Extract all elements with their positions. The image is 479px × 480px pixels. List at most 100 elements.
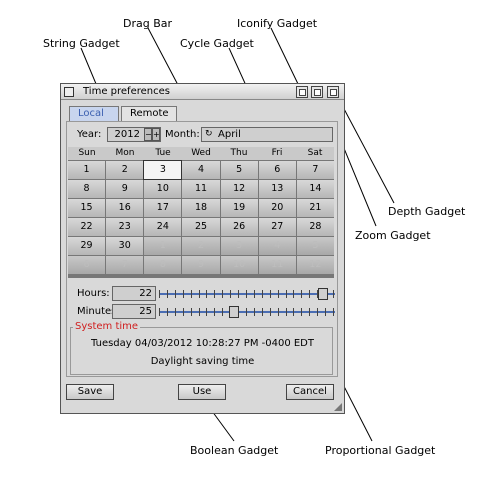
slider-tick [183, 308, 184, 316]
iconify-icon[interactable] [296, 86, 308, 98]
hours-field[interactable]: 22 [112, 286, 156, 301]
slider-tick [230, 290, 231, 298]
slider-tick [175, 308, 176, 316]
calendar-day[interactable]: 18 [182, 199, 220, 217]
label-drag-bar: Drag Bar [123, 17, 173, 30]
slider-tick [222, 290, 223, 298]
minutes-field[interactable]: 25 [112, 304, 156, 319]
calendar-day[interactable]: 4 [182, 161, 220, 179]
weekday-header: Fri [271, 148, 283, 158]
calendar-day[interactable]: 5 [220, 161, 258, 179]
calendar-day[interactable]: 24 [144, 218, 182, 236]
month-label: Month: [165, 129, 200, 140]
calendar-day[interactable]: 20 [258, 199, 296, 217]
minutes-slider-knob[interactable] [229, 306, 239, 318]
resize-handle-icon[interactable] [334, 403, 342, 411]
calendar-day[interactable]: 19 [220, 199, 258, 217]
slider-tick [246, 290, 247, 298]
slider-tick [270, 308, 271, 316]
calendar-day: 11 [258, 256, 296, 274]
weekday-header: Wed [191, 148, 211, 158]
slider-tick [206, 290, 207, 298]
cancel-button[interactable]: Cancel [286, 384, 334, 400]
calendar-day: 9 [182, 256, 220, 274]
use-button[interactable]: Use [178, 384, 226, 400]
calendar-day[interactable]: 11 [182, 180, 220, 198]
slider-tick [301, 290, 302, 298]
tab-remote-label: Remote [130, 108, 169, 119]
zoom-icon[interactable] [311, 86, 323, 98]
slider-tick [278, 308, 279, 316]
calendar-day: 7 [106, 256, 144, 274]
slider-tick [191, 290, 192, 298]
depth-icon[interactable] [327, 86, 339, 98]
calendar-day[interactable]: 28 [296, 218, 334, 236]
calendar-day[interactable]: 1 [68, 161, 106, 179]
tab-remote[interactable]: Remote [121, 106, 177, 122]
window-title: Time preferences [83, 86, 170, 97]
slider-tick [159, 290, 160, 298]
slider-tick [262, 308, 263, 316]
calendar-day: 3 [220, 237, 258, 255]
minutes-slider[interactable] [159, 306, 335, 318]
slider-tick [262, 290, 263, 298]
slider-tick [317, 308, 318, 316]
slider-tick [199, 290, 200, 298]
system-time-group: System time Tuesday 04/03/2012 10:28:27 … [70, 321, 333, 375]
calendar-day[interactable]: 23 [106, 218, 144, 236]
year-field[interactable]: 2012 − + [107, 127, 161, 142]
calendar-day[interactable]: 13 [258, 180, 296, 198]
slider-tick [214, 308, 215, 316]
slider-tick [270, 290, 271, 298]
calendar-day[interactable]: 25 [182, 218, 220, 236]
close-icon[interactable] [64, 87, 74, 97]
calendar-day[interactable]: 22 [68, 218, 106, 236]
hours-slider[interactable] [159, 288, 335, 300]
calendar-day[interactable]: 10 [144, 180, 182, 198]
calendar-day: 5 [296, 237, 334, 255]
slider-tick [254, 290, 255, 298]
calendar-day[interactable]: 17 [144, 199, 182, 217]
tab-local[interactable]: Local [69, 106, 119, 122]
slider-tick [278, 290, 279, 298]
slider-tick [222, 308, 223, 316]
system-time-value: Tuesday 04/03/2012 10:28:27 PM -0400 EDT [91, 338, 314, 349]
weekday-header: Mon [115, 148, 135, 158]
calendar-day[interactable]: 7 [296, 161, 334, 179]
calendar-day[interactable]: 12 [220, 180, 258, 198]
year-increment-button[interactable]: + [152, 128, 160, 141]
month-cycle-gadget[interactable]: ↻ April [201, 127, 333, 142]
weekday-header: Tue [155, 148, 171, 158]
calendar-day[interactable]: 16 [106, 199, 144, 217]
calendar-day[interactable]: 30 [106, 237, 144, 255]
slider-tick [159, 308, 160, 316]
year-decrement-button[interactable]: − [144, 128, 152, 141]
slider-tick [199, 308, 200, 316]
calendar-day[interactable]: 3 [143, 160, 183, 180]
slider-tick [246, 308, 247, 316]
tab-local-label: Local [78, 108, 104, 119]
calendar-day: 12 [296, 256, 334, 274]
calendar-day[interactable]: 26 [220, 218, 258, 236]
slider-tick [238, 290, 239, 298]
hours-slider-knob[interactable] [318, 288, 328, 300]
calendar-day[interactable]: 14 [296, 180, 334, 198]
dst-status: Daylight saving time [150, 356, 255, 367]
slider-tick [333, 308, 334, 316]
weekday-header: Sun [78, 148, 96, 158]
drag-bar[interactable]: Time preferences [61, 84, 344, 100]
calendar-day[interactable]: 6 [258, 161, 296, 179]
calendar-day[interactable]: 21 [296, 199, 334, 217]
calendar-day[interactable]: 2 [106, 161, 144, 179]
save-button[interactable]: Save [66, 384, 114, 400]
slider-tick [286, 308, 287, 316]
calendar-day: 10 [220, 256, 258, 274]
calendar-day[interactable]: 29 [68, 237, 106, 255]
calendar-day[interactable]: 8 [68, 180, 106, 198]
calendar-day[interactable]: 15 [68, 199, 106, 217]
calendar-day[interactable]: 9 [106, 180, 144, 198]
calendar-day[interactable]: 27 [258, 218, 296, 236]
